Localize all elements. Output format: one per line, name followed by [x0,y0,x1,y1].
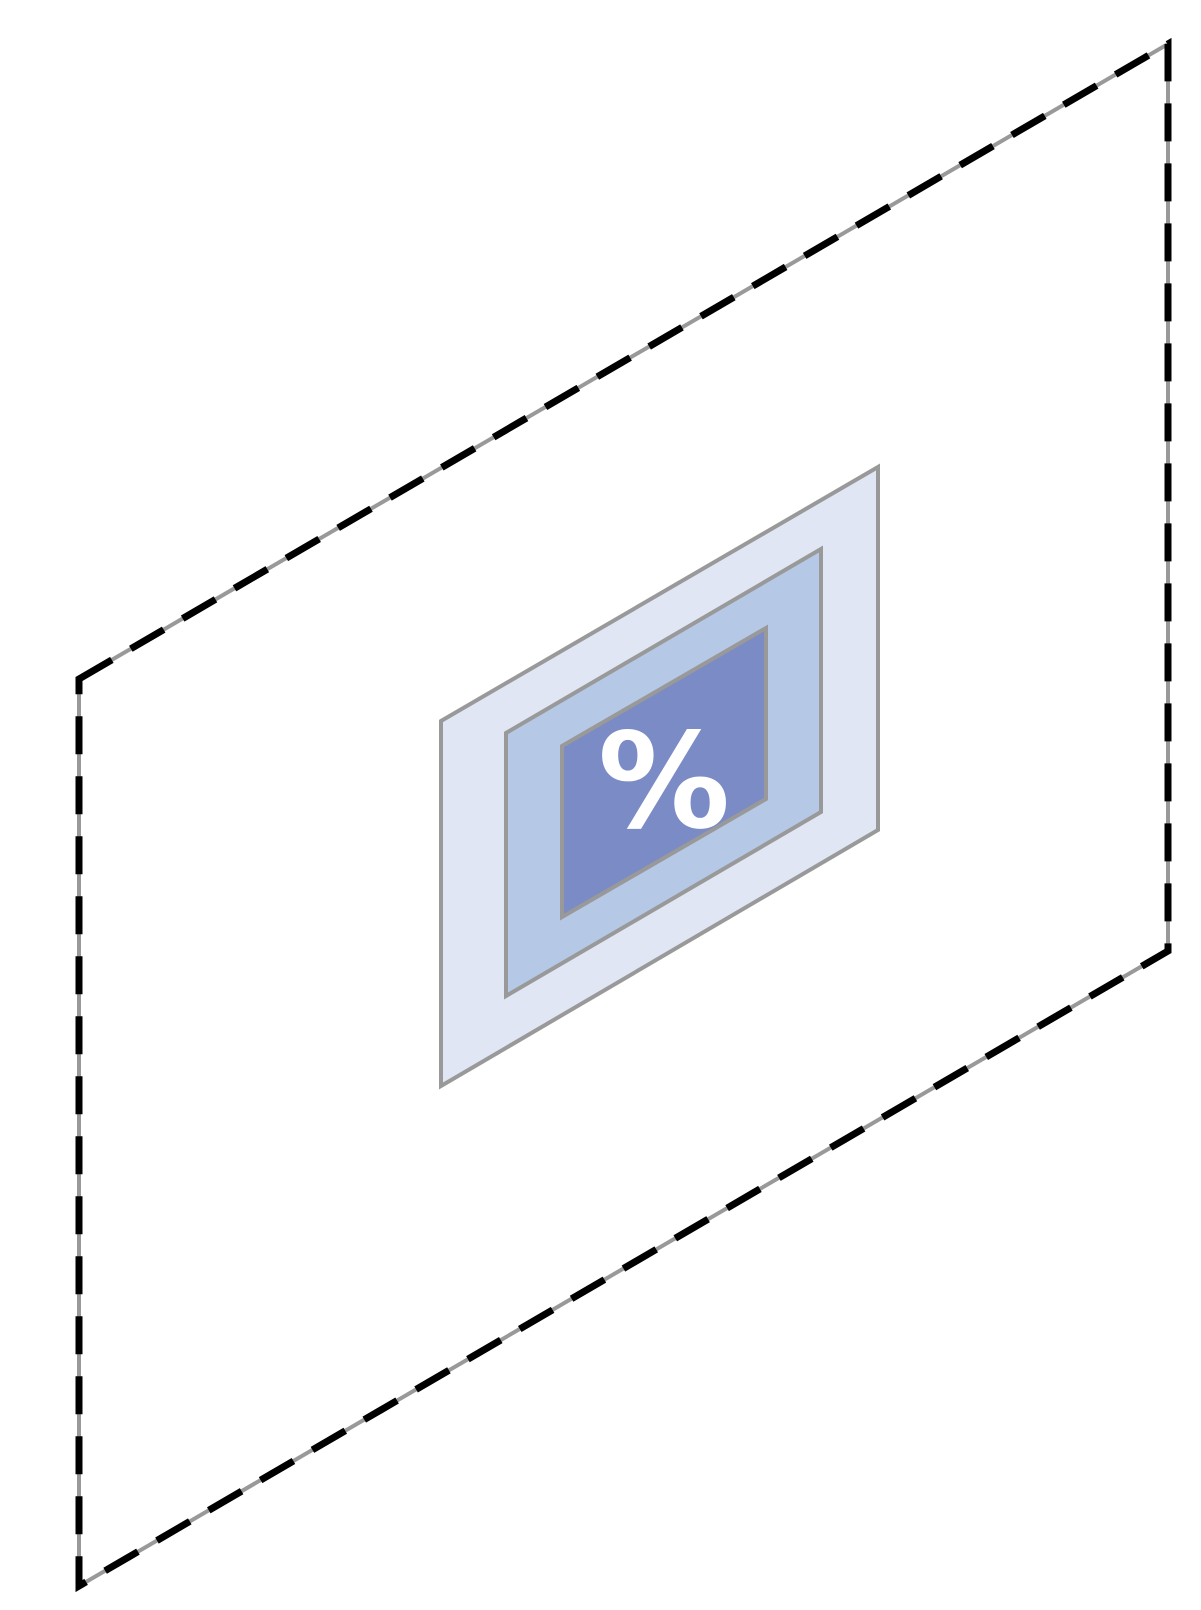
layer-inner [560,624,768,921]
nested-layers [439,463,880,1090]
outer-plane [75,37,1172,1593]
outer-plane-dashed-outline [75,37,1172,1593]
percent-symbol: % [598,705,730,859]
